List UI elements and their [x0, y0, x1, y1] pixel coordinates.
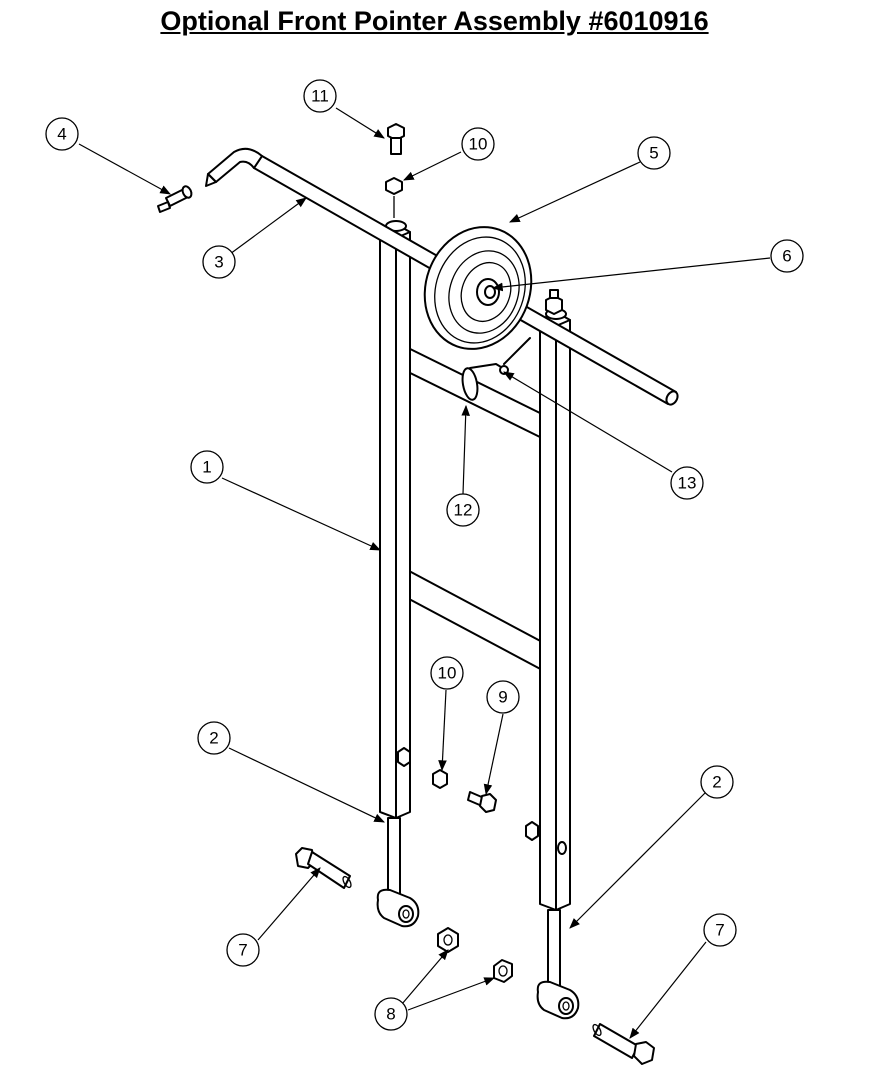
left-leg-part — [376, 817, 420, 928]
callout-9: 9 — [486, 680, 520, 714]
callout-3-label: 3 — [214, 253, 223, 272]
callout-9-label: 9 — [498, 688, 507, 707]
callout-1: 1 — [190, 450, 224, 484]
callout-7-right: 7 — [703, 913, 737, 947]
callout-13-label: 13 — [678, 474, 697, 493]
callout-5-label: 5 — [649, 144, 658, 163]
callout-10-lower-label: 10 — [438, 664, 457, 683]
callout-4: 4 — [45, 117, 79, 151]
pulley-wheel-part — [423, 226, 533, 350]
diagram-title: Optional Front Pointer Assembly #6010916 — [160, 6, 709, 36]
callout-2-right: 2 — [700, 765, 734, 799]
callout-6-label: 6 — [782, 247, 791, 266]
top-bolt-part — [387, 123, 405, 155]
callout-2-right-label: 2 — [712, 773, 721, 792]
callout-10-upper: 10 — [461, 127, 495, 161]
callout-8: 8 — [374, 997, 408, 1031]
callout-3: 3 — [202, 245, 236, 279]
tip-cap-part — [157, 185, 193, 213]
nut-left-part — [437, 927, 459, 953]
callout-10-upper-label: 10 — [469, 135, 488, 154]
callout-6: 6 — [770, 239, 804, 273]
callout-2-left: 2 — [197, 721, 231, 755]
bolt-left-part — [295, 847, 352, 889]
callout-7-right-label: 7 — [715, 921, 724, 940]
callout-5: 5 — [637, 136, 671, 170]
loose-bolt-part — [467, 791, 497, 813]
leader-lines — [78, 107, 771, 1039]
top-nut-part — [385, 177, 403, 218]
loose-nut-part — [432, 769, 448, 789]
callout-13: 13 — [670, 466, 704, 500]
nut-right-part — [493, 959, 513, 983]
bolt-right-part — [592, 1023, 655, 1065]
callout-1-label: 1 — [202, 458, 211, 477]
callout-12: 12 — [446, 493, 480, 527]
callout-10-lower: 10 — [430, 656, 464, 690]
side-nut-right — [525, 821, 539, 841]
right-leg-part — [536, 909, 580, 1020]
callout-2-left-label: 2 — [209, 729, 218, 748]
callout-11: 11 — [303, 79, 337, 113]
callout-12-label: 12 — [454, 501, 473, 520]
callout-4-label: 4 — [57, 125, 66, 144]
side-nut-left — [397, 747, 411, 767]
callout-7-left: 7 — [226, 933, 260, 967]
callout-11-label: 11 — [311, 87, 329, 106]
callout-8-label: 8 — [386, 1005, 395, 1024]
callout-7-left-label: 7 — [238, 941, 247, 960]
right-knob-part — [545, 289, 563, 315]
